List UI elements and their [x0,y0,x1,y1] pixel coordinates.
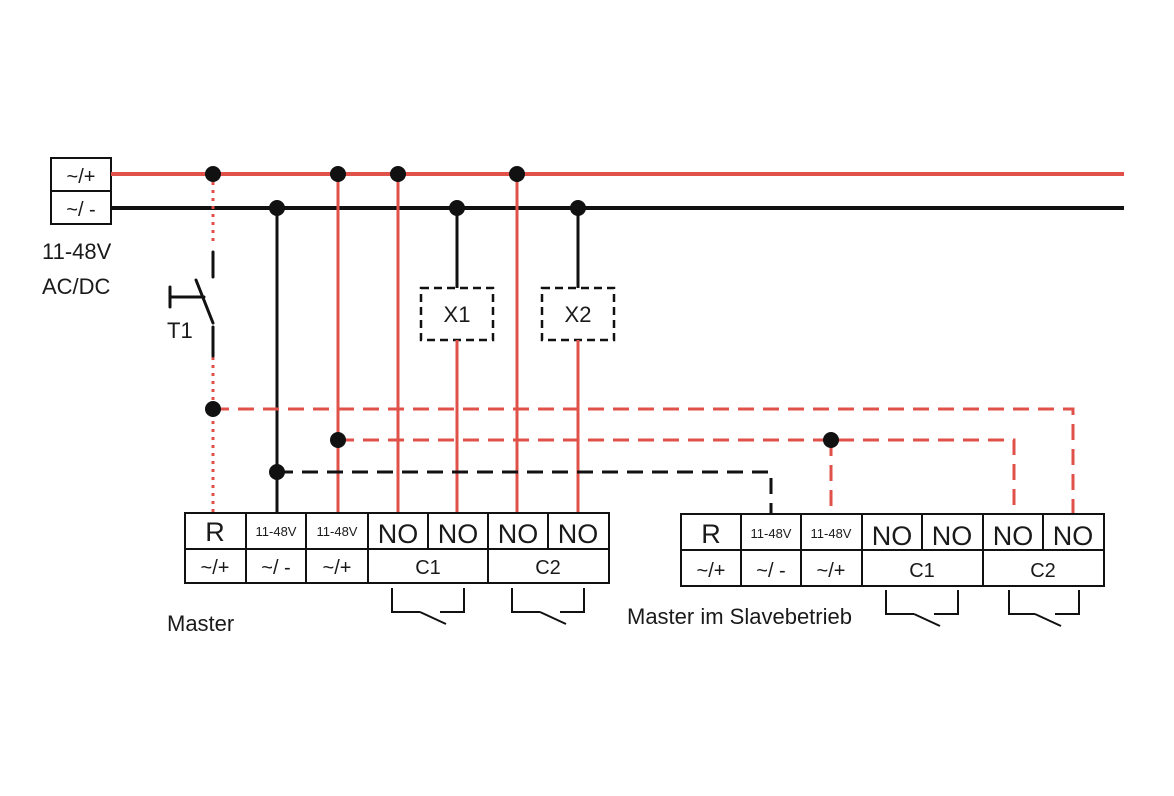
master-terminal-plus-1: ~/+ [201,557,230,579]
master-terminal-c1: C1 [415,557,441,579]
slave-terminal-block: R 11-48V 11-48V NO NO NO NO ~/+ ~/ - ~/+… [680,513,1105,587]
master-terminal-c2: C2 [535,557,561,579]
slave-terminal-no-4: NO [1053,521,1094,551]
slave-terminal-plus-2: ~/+ [817,560,846,582]
slave-relay-contact-icon [1008,590,1080,627]
junction-dot [269,464,285,480]
master-terminal-minus: ~/ - [261,557,290,579]
junction-dot [330,432,346,448]
master-terminal-voltage-1: 11-48V [256,524,297,539]
load-x2-label: X2 [565,302,592,327]
supply-type-label: AC/DC [42,274,111,299]
junction-dot [449,200,465,216]
junction-dot [509,166,525,182]
slave-negative-dashed-wire [277,470,773,513]
slave-terminal-minus: ~/ - [756,560,785,582]
slave-terminal-voltage-1: 11-48V [751,526,792,541]
master-terminal-no-1: NO [378,519,419,549]
slave-terminal-no-1: NO [872,521,913,551]
junction-dots [205,166,839,480]
junction-dot [269,200,285,216]
master-terminal-r: R [205,517,225,547]
junction-dot [205,166,221,182]
master-terminal-no-2: NO [438,519,479,549]
slave-terminal-r: R [701,519,721,549]
master-relay-contact-icon [391,588,465,625]
slave-terminal-c2: C2 [1030,560,1056,582]
master-terminal-block: R 11-48V 11-48V NO NO NO NO ~/+ ~/ - ~/+… [184,512,610,584]
slave-r-dashed-wire [213,407,1075,513]
supply-minus-label: ~/ - [66,199,95,221]
slave-relay-contact-icon [885,590,959,627]
slave-terminal-voltage-2: 11-48V [811,526,852,541]
junction-dot [823,432,839,448]
supply-voltage-label: 11-48V [42,239,112,264]
junction-dot [205,401,221,417]
supply-terminal [50,157,112,225]
load-x1-label: X1 [444,302,471,327]
master-terminal-no-4: NO [558,519,599,549]
junction-dot [390,166,406,182]
junction-dot [570,200,586,216]
master-terminal-plus-2: ~/+ [323,557,352,579]
slave-terminal-c1: C1 [909,560,935,582]
master-relay-contact-icon [511,588,585,625]
supply-plus-label: ~/+ [67,166,96,188]
master-caption: Master [167,611,234,636]
t1-switch-symbol [168,250,215,358]
slave-terminal-no-2: NO [932,521,973,551]
slave-caption: Master im Slavebetrieb [627,604,852,629]
slave-positive-dashed-wire [338,438,1016,513]
slave-terminal-plus-1: ~/+ [697,560,726,582]
slave-terminal-no-3: NO [993,521,1034,551]
master-terminal-no-3: NO [498,519,539,549]
master-terminal-voltage-2: 11-48V [317,524,358,539]
junction-dot [330,166,346,182]
switch-label: T1 [167,318,193,343]
